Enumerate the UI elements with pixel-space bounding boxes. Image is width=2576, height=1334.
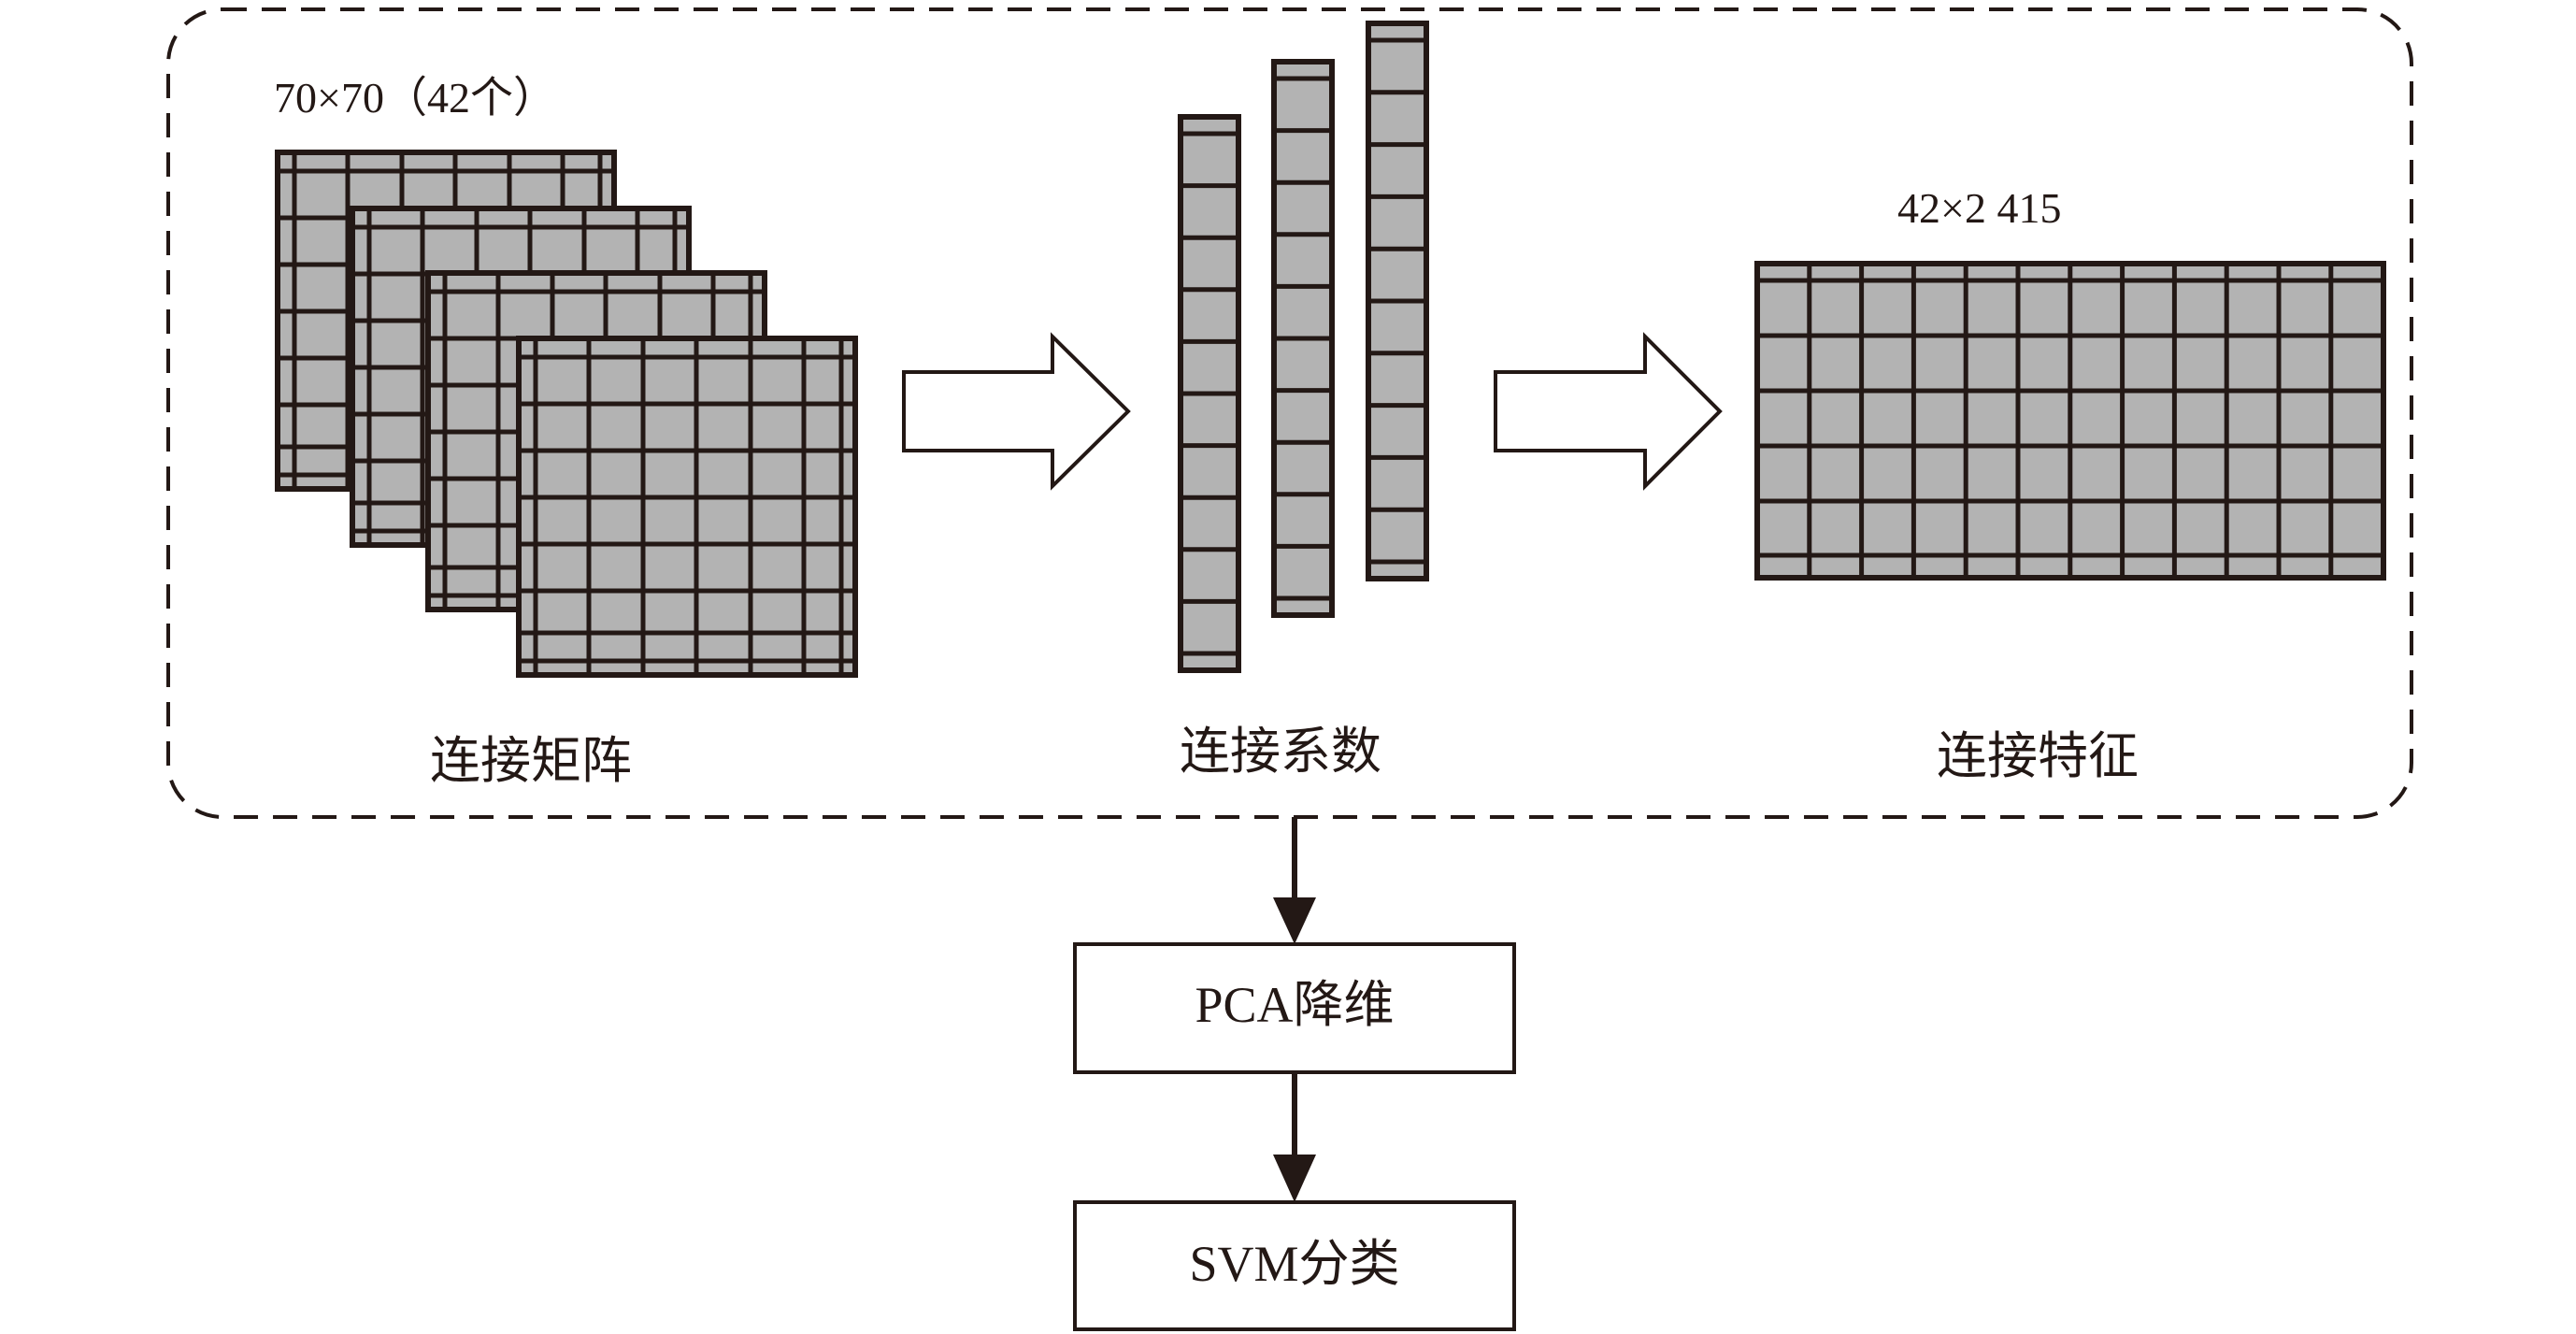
coefficient-column-1 (1178, 114, 1241, 673)
connection-coefficient-columns (1178, 21, 1429, 673)
coefficient-column-2 (1271, 59, 1335, 618)
arrow-head-to-pca (1273, 897, 1316, 944)
feature-matrix-grid (1754, 261, 2386, 581)
processing-region (166, 7, 2413, 819)
svm-step-label: SVM分类 (1189, 1236, 1399, 1292)
feature-size-label: 42×2 415 (1897, 184, 2061, 232)
arrow-head-to-svm (1273, 1155, 1316, 1202)
coefficient-column-3 (1366, 21, 1429, 581)
connection-feature-matrix (1754, 261, 2386, 581)
pca-step-label: PCA降维 (1195, 977, 1394, 1033)
stage-label-coefficients: 连接系数 (1180, 724, 1381, 780)
stage-label-matrix: 连接矩阵 (430, 733, 632, 789)
svm-step-box (1073, 1200, 1516, 1331)
matrix-size-label: 70×70（42个） (274, 74, 556, 122)
pca-step-box (1073, 942, 1516, 1074)
connection-matrix-4 (516, 336, 858, 678)
connection-matrix-stack (275, 150, 858, 678)
connection-matrix-4-frame (516, 336, 858, 678)
arrow-to-features (1494, 332, 1723, 491)
stage-label-features: 连接特征 (1937, 728, 2139, 784)
arrow-to-coefficients (902, 332, 1131, 491)
